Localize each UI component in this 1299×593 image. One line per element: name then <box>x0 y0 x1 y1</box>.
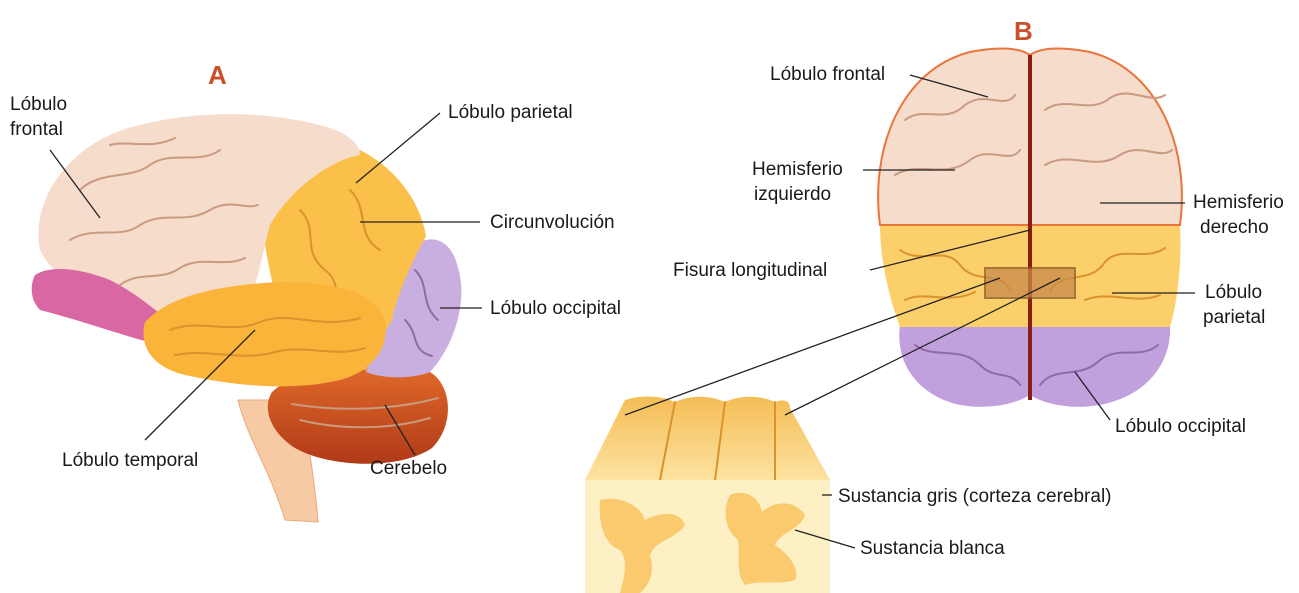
label-a-cerebellum: Cerebelo <box>370 458 447 479</box>
label-b-frontal: Lóbulo frontal <box>770 64 885 85</box>
panel-a-letter: A <box>208 60 227 90</box>
label-b-right-hemisphere-line2: derecho <box>1200 217 1269 238</box>
label-a-temporal: Lóbulo temporal <box>62 450 198 471</box>
label-b-left-hemisphere-line1: Hemisferio <box>752 159 843 180</box>
label-b-occipital: Lóbulo occipital <box>1115 416 1246 437</box>
label-b-fissure: Fisura longitudinal <box>673 260 827 281</box>
panel-b-letter: B <box>1014 16 1033 46</box>
label-white-matter: Sustancia blanca <box>860 538 1005 559</box>
label-a-occipital: Lóbulo occipital <box>490 298 621 319</box>
label-a-frontal-line2: frontal <box>10 119 63 140</box>
label-a-frontal-line1: Lóbulo <box>10 94 67 115</box>
label-b-parietal-line2: parietal <box>1203 307 1265 328</box>
leader-a-parietal <box>356 113 440 183</box>
label-b-left-hemisphere-line2: izquierdo <box>754 184 831 205</box>
label-b-parietal-line1: Lóbulo <box>1205 282 1262 303</box>
section-top-surface <box>585 396 830 480</box>
label-a-convolution: Circunvolución <box>490 212 615 233</box>
brain-top-view <box>878 48 1182 406</box>
cortex-section <box>585 396 830 593</box>
label-b-right-hemisphere-line1: Hemisferio <box>1193 192 1284 213</box>
label-a-parietal: Lóbulo parietal <box>448 102 573 123</box>
label-gray-matter: Sustancia gris (corteza cerebral) <box>838 486 1112 507</box>
